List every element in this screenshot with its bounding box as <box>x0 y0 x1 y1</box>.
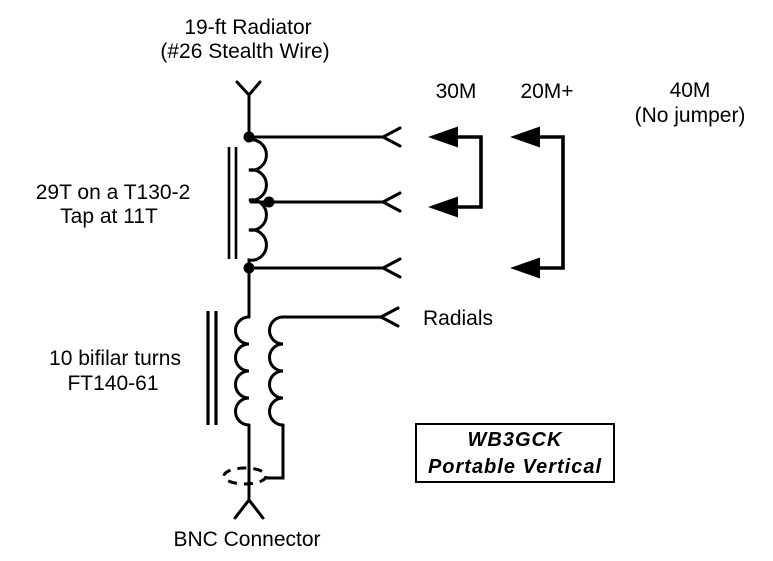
arrow-left-icon <box>428 196 458 218</box>
loading-coil-symbol <box>227 138 268 268</box>
coax-fork-icon <box>233 497 265 520</box>
antenna-icon <box>235 80 262 139</box>
bnc-barrel-icon <box>222 466 268 486</box>
balun-symbol <box>206 311 285 427</box>
junction-dot-top <box>243 131 255 143</box>
jumper-20m-symbol <box>510 126 565 279</box>
radials-line <box>281 306 400 328</box>
junction-dot-tap <box>263 196 275 208</box>
balun-label-line2: FT140-61 <box>67 372 159 395</box>
loading-coil-label-line2: Tap at 11T <box>60 205 158 228</box>
band-40m-label-line2: (No jumper) <box>634 104 746 127</box>
bnc-label: BNC Connector <box>173 528 321 551</box>
balun-label-line1: 10 bifilar turns <box>49 347 181 370</box>
title-box: WB3GCK Portable Vertical <box>415 423 615 483</box>
terminal-middle-icon <box>379 191 402 213</box>
jumper-30m-symbol <box>428 126 483 218</box>
title-box-line2: Portable Vertical <box>427 456 603 478</box>
band-40m-label-line1: 40M <box>669 79 711 102</box>
radiator-label-line2: (#26 Stealth Wire) <box>160 40 330 63</box>
arrow-left-icon <box>428 126 458 148</box>
title-box-line1: WB3GCK <box>467 429 563 451</box>
radials-label: Radials <box>422 307 494 330</box>
band-20m-label: 20M+ <box>520 80 574 103</box>
bnc-symbol <box>222 423 285 520</box>
terminal-top-icon <box>379 126 402 148</box>
radiator-label-line1: 19-ft Radiator <box>184 16 312 39</box>
terminal-bottom-icon <box>379 257 402 279</box>
terminal-radials-icon <box>377 306 400 328</box>
arrow-left-icon <box>510 126 540 148</box>
band-30m-label: 30M <box>435 80 477 103</box>
arrow-left-icon <box>510 257 540 279</box>
loading-coil-label-line1: 29T on a T130-2 <box>35 181 191 204</box>
